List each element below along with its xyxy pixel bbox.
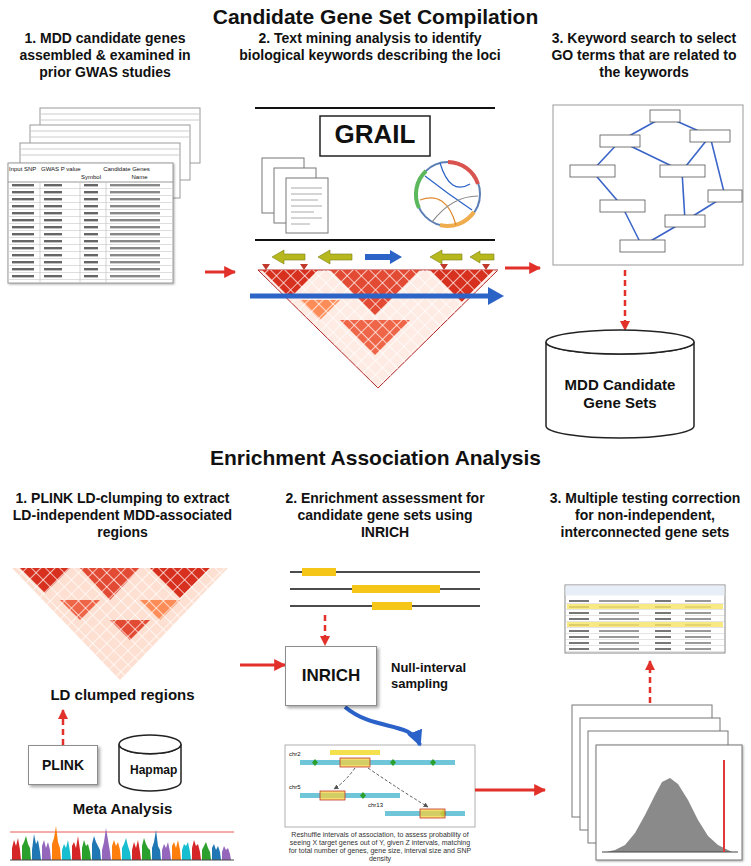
flow-arrow: [475, 789, 545, 792]
flow-arrow: [345, 707, 420, 745]
chromosome-label: chr13: [368, 802, 396, 809]
step-panel: 1. MDD candidate genes assembled & exami…: [5, 30, 205, 280]
step-heading: 2. Enrichment assessment for candidate g…: [273, 490, 497, 540]
table-header: Symbol: [81, 174, 106, 181]
step-panel: 3. Keyword search to select GO terms tha…: [540, 30, 748, 270]
flow-arrow: [505, 267, 540, 270]
tool-box: INRICH Null-interval sampling: [285, 645, 480, 707]
table-header: Name: [107, 174, 172, 181]
database-cylinder: MDD Candidate Gene Sets: [545, 330, 695, 438]
cylinder-label: MDD Candidate Gene Sets: [557, 376, 683, 412]
diagram-title: Candidate Gene Set Compilation: [0, 4, 751, 29]
cylinder-outline: [118, 735, 182, 791]
step-heading: 1. PLINK LD-clumping to extract LD-indep…: [8, 490, 237, 540]
step-heading: 3. Keyword search to select GO terms tha…: [543, 30, 745, 80]
table-header: GWAS P value: [41, 166, 80, 173]
step-panel: 2. Enrichment assessment for candidate g…: [270, 490, 500, 615]
step-heading: Meta Analysis: [73, 800, 173, 818]
plot-panel: Meta Analysis: [5, 800, 240, 862]
flow-arrow: [205, 271, 235, 274]
flow-arrow: [624, 270, 627, 330]
step-heading: 2. Text mining analysis to identify biol…: [238, 30, 502, 64]
chromosome-label: chr5: [289, 784, 313, 791]
tool-box-outline: INRICH: [285, 646, 377, 706]
figure-caption: Reshuffle intervals of association, to a…: [285, 831, 475, 863]
section-heading: Enrichment Association Analysis: [0, 446, 751, 470]
panel-label: LD clumped regions: [50, 686, 194, 704]
cylinder-label: Hapmap: [130, 763, 170, 777]
database-cylinder: Hapmap: [118, 735, 182, 791]
step-panel: 3. Multiple testing correction for non-i…: [545, 490, 745, 860]
flow-arrow: [240, 664, 285, 667]
step-heading: 3. Multiple testing correction for non-i…: [548, 490, 742, 540]
step-panel: 1. PLINK LD-clumping to extract LD-indep…: [5, 490, 240, 710]
logo-text: GRAIL: [320, 120, 430, 150]
flow-arrow: [324, 615, 327, 645]
table-header: Input SNP: [9, 166, 40, 173]
step-panel: 2. Text mining analysis to identify biol…: [235, 30, 505, 395]
chromosome-label: chr2: [289, 751, 313, 758]
tool-box: PLINK: [28, 745, 98, 785]
side-label: Null-interval sampling: [391, 660, 477, 691]
cylinder-body: [546, 342, 694, 438]
box-label: INRICH: [302, 666, 361, 686]
cylinder-top: [546, 330, 694, 354]
step-heading: 1. MDD candidate genes assembled & exami…: [8, 30, 202, 80]
box-label: PLINK: [42, 757, 84, 773]
table-header: Candidate Genes: [81, 166, 172, 173]
cylinder-top: [119, 735, 181, 754]
flow-arrow: [62, 710, 65, 745]
